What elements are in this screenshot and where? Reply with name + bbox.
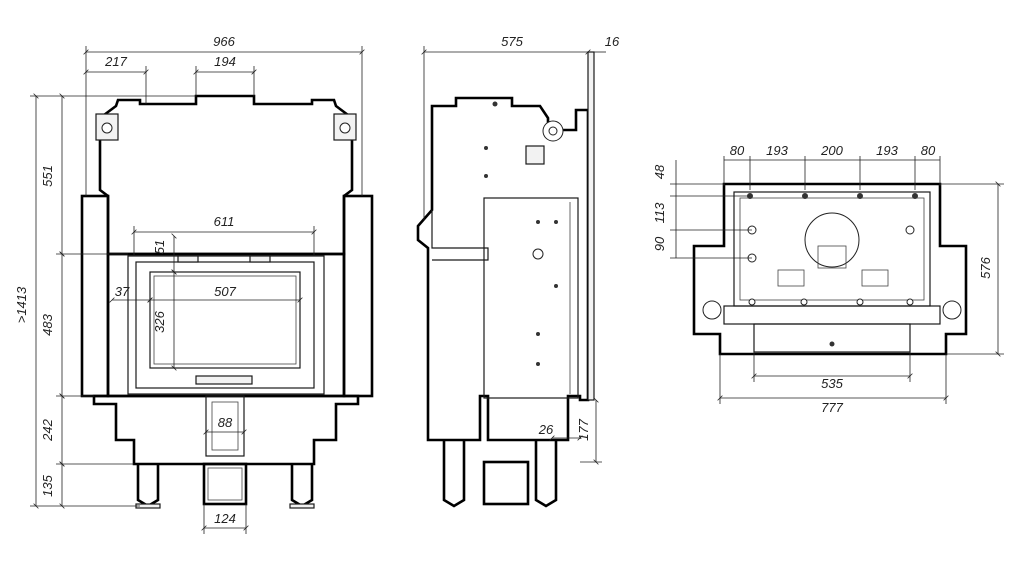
top-bolt-icon: [802, 193, 808, 199]
dim-top-seg-4: 193: [876, 143, 898, 158]
side-bolt-icon: [536, 332, 540, 336]
glass-inner: [153, 275, 297, 365]
side-mid-joint: [431, 210, 489, 261]
side-air-inlet: [482, 460, 530, 506]
dim-flue-width: 194: [214, 54, 236, 69]
side-bolt-icon: [554, 284, 558, 288]
side-flange: [587, 51, 595, 401]
top-view: 80 193 200 193 80 48 113 90 576 535 777: [652, 143, 1004, 415]
dim-top-inner-width: 535: [821, 376, 843, 391]
dim-side-step-w: 26: [538, 422, 554, 437]
top-door-plate: [753, 323, 911, 353]
dim-top-v-3: 90: [652, 236, 667, 251]
side-bolt-icon: [484, 174, 488, 178]
dim-door-frame-width: 611: [214, 214, 235, 229]
front-leg-left: [136, 464, 160, 508]
side-front-panel: [483, 197, 579, 399]
dim-top-outer-width: 777: [821, 400, 843, 415]
air-inlet-inner: [207, 467, 243, 501]
dim-top-seg-5: 80: [921, 143, 936, 158]
dim-top-seg-2: 193: [766, 143, 788, 158]
dim-side-margin: 37: [115, 284, 130, 299]
air-vent-channel: [205, 395, 245, 457]
left-side-panel: [80, 194, 110, 398]
dim-glass-height: 326: [152, 310, 167, 332]
top-bolt-icon: [829, 341, 835, 347]
door-latch-left: [177, 255, 199, 263]
top-bolt-icon: [912, 193, 918, 199]
dim-side-flange: 16: [605, 34, 620, 49]
right-pulley-icon: [339, 122, 351, 134]
top-pulley-right-icon: [942, 300, 962, 320]
dim-width-total: 966: [213, 34, 235, 49]
dim-height-base: 242: [40, 418, 55, 441]
firebox-frame: [106, 252, 346, 398]
side-bolt-icon: [492, 101, 498, 107]
top-bolt-icon: [857, 193, 863, 199]
side-bolt-icon: [554, 220, 558, 224]
dim-height-total: >1413: [14, 286, 29, 323]
dim-left-offset: 217: [104, 54, 127, 69]
front-leg-right: [290, 464, 314, 508]
top-hole-icon: [748, 298, 756, 306]
dim-top-v-1: 48: [652, 164, 667, 179]
dim-height-mid: 483: [40, 313, 55, 335]
leg-foot-right: [289, 503, 315, 509]
top-body-outline: [692, 182, 968, 356]
door-latch-right: [249, 255, 271, 263]
door-frame: [127, 255, 325, 395]
side-pulley-hub-icon: [548, 126, 558, 136]
right-side-panel: [342, 194, 374, 398]
glass-panel: [149, 271, 301, 369]
top-hole-icon: [906, 298, 914, 306]
dim-glass-top: 51: [152, 240, 167, 254]
air-vent-inner: [211, 401, 239, 451]
dim-vent-width: 88: [218, 415, 233, 430]
dim-side-step-h: 177: [576, 418, 591, 440]
dim-top-v-2: 113: [652, 202, 667, 223]
top-hole-icon: [800, 298, 808, 306]
flue-damper: [817, 245, 847, 269]
flue-collar-icon: [804, 212, 860, 268]
dim-height-top: 551: [40, 165, 55, 187]
side-bolt-icon: [536, 220, 540, 224]
top-inner-line: [739, 197, 925, 301]
side-bolt-icon: [484, 146, 488, 150]
dim-top-seg-1: 80: [730, 143, 745, 158]
top-hole-icon: [856, 298, 864, 306]
dim-inlet-width: 124: [214, 511, 236, 526]
left-pulley-icon: [101, 122, 113, 134]
side-view: 575 16 26 177: [416, 34, 620, 508]
top-pulley-left-icon: [702, 300, 722, 320]
door-inner-frame: [135, 261, 315, 389]
side-leg-back: [442, 440, 466, 508]
door-handle: [195, 375, 253, 385]
side-bolt-icon: [536, 362, 540, 366]
air-inlet-pipe: [202, 462, 248, 506]
top-front-rail: [723, 305, 941, 325]
side-leg-front: [534, 440, 558, 508]
dim-top-seg-3: 200: [820, 143, 843, 158]
front-view: 966 217 194 611 51 507 37 326 88 124 >14…: [14, 34, 374, 534]
side-knob-icon: [532, 248, 544, 260]
dim-side-depth: 575: [501, 34, 523, 49]
side-bracket: [525, 145, 545, 165]
top-bracket-left: [777, 269, 805, 287]
dim-top-depth: 576: [978, 256, 993, 278]
top-hole-icon: [905, 225, 915, 235]
front-base: [92, 394, 360, 466]
side-body-outline: [416, 96, 590, 442]
dim-height-legs: 135: [40, 474, 55, 496]
dim-glass-width: 507: [214, 284, 236, 299]
top-bracket-right: [861, 269, 889, 287]
